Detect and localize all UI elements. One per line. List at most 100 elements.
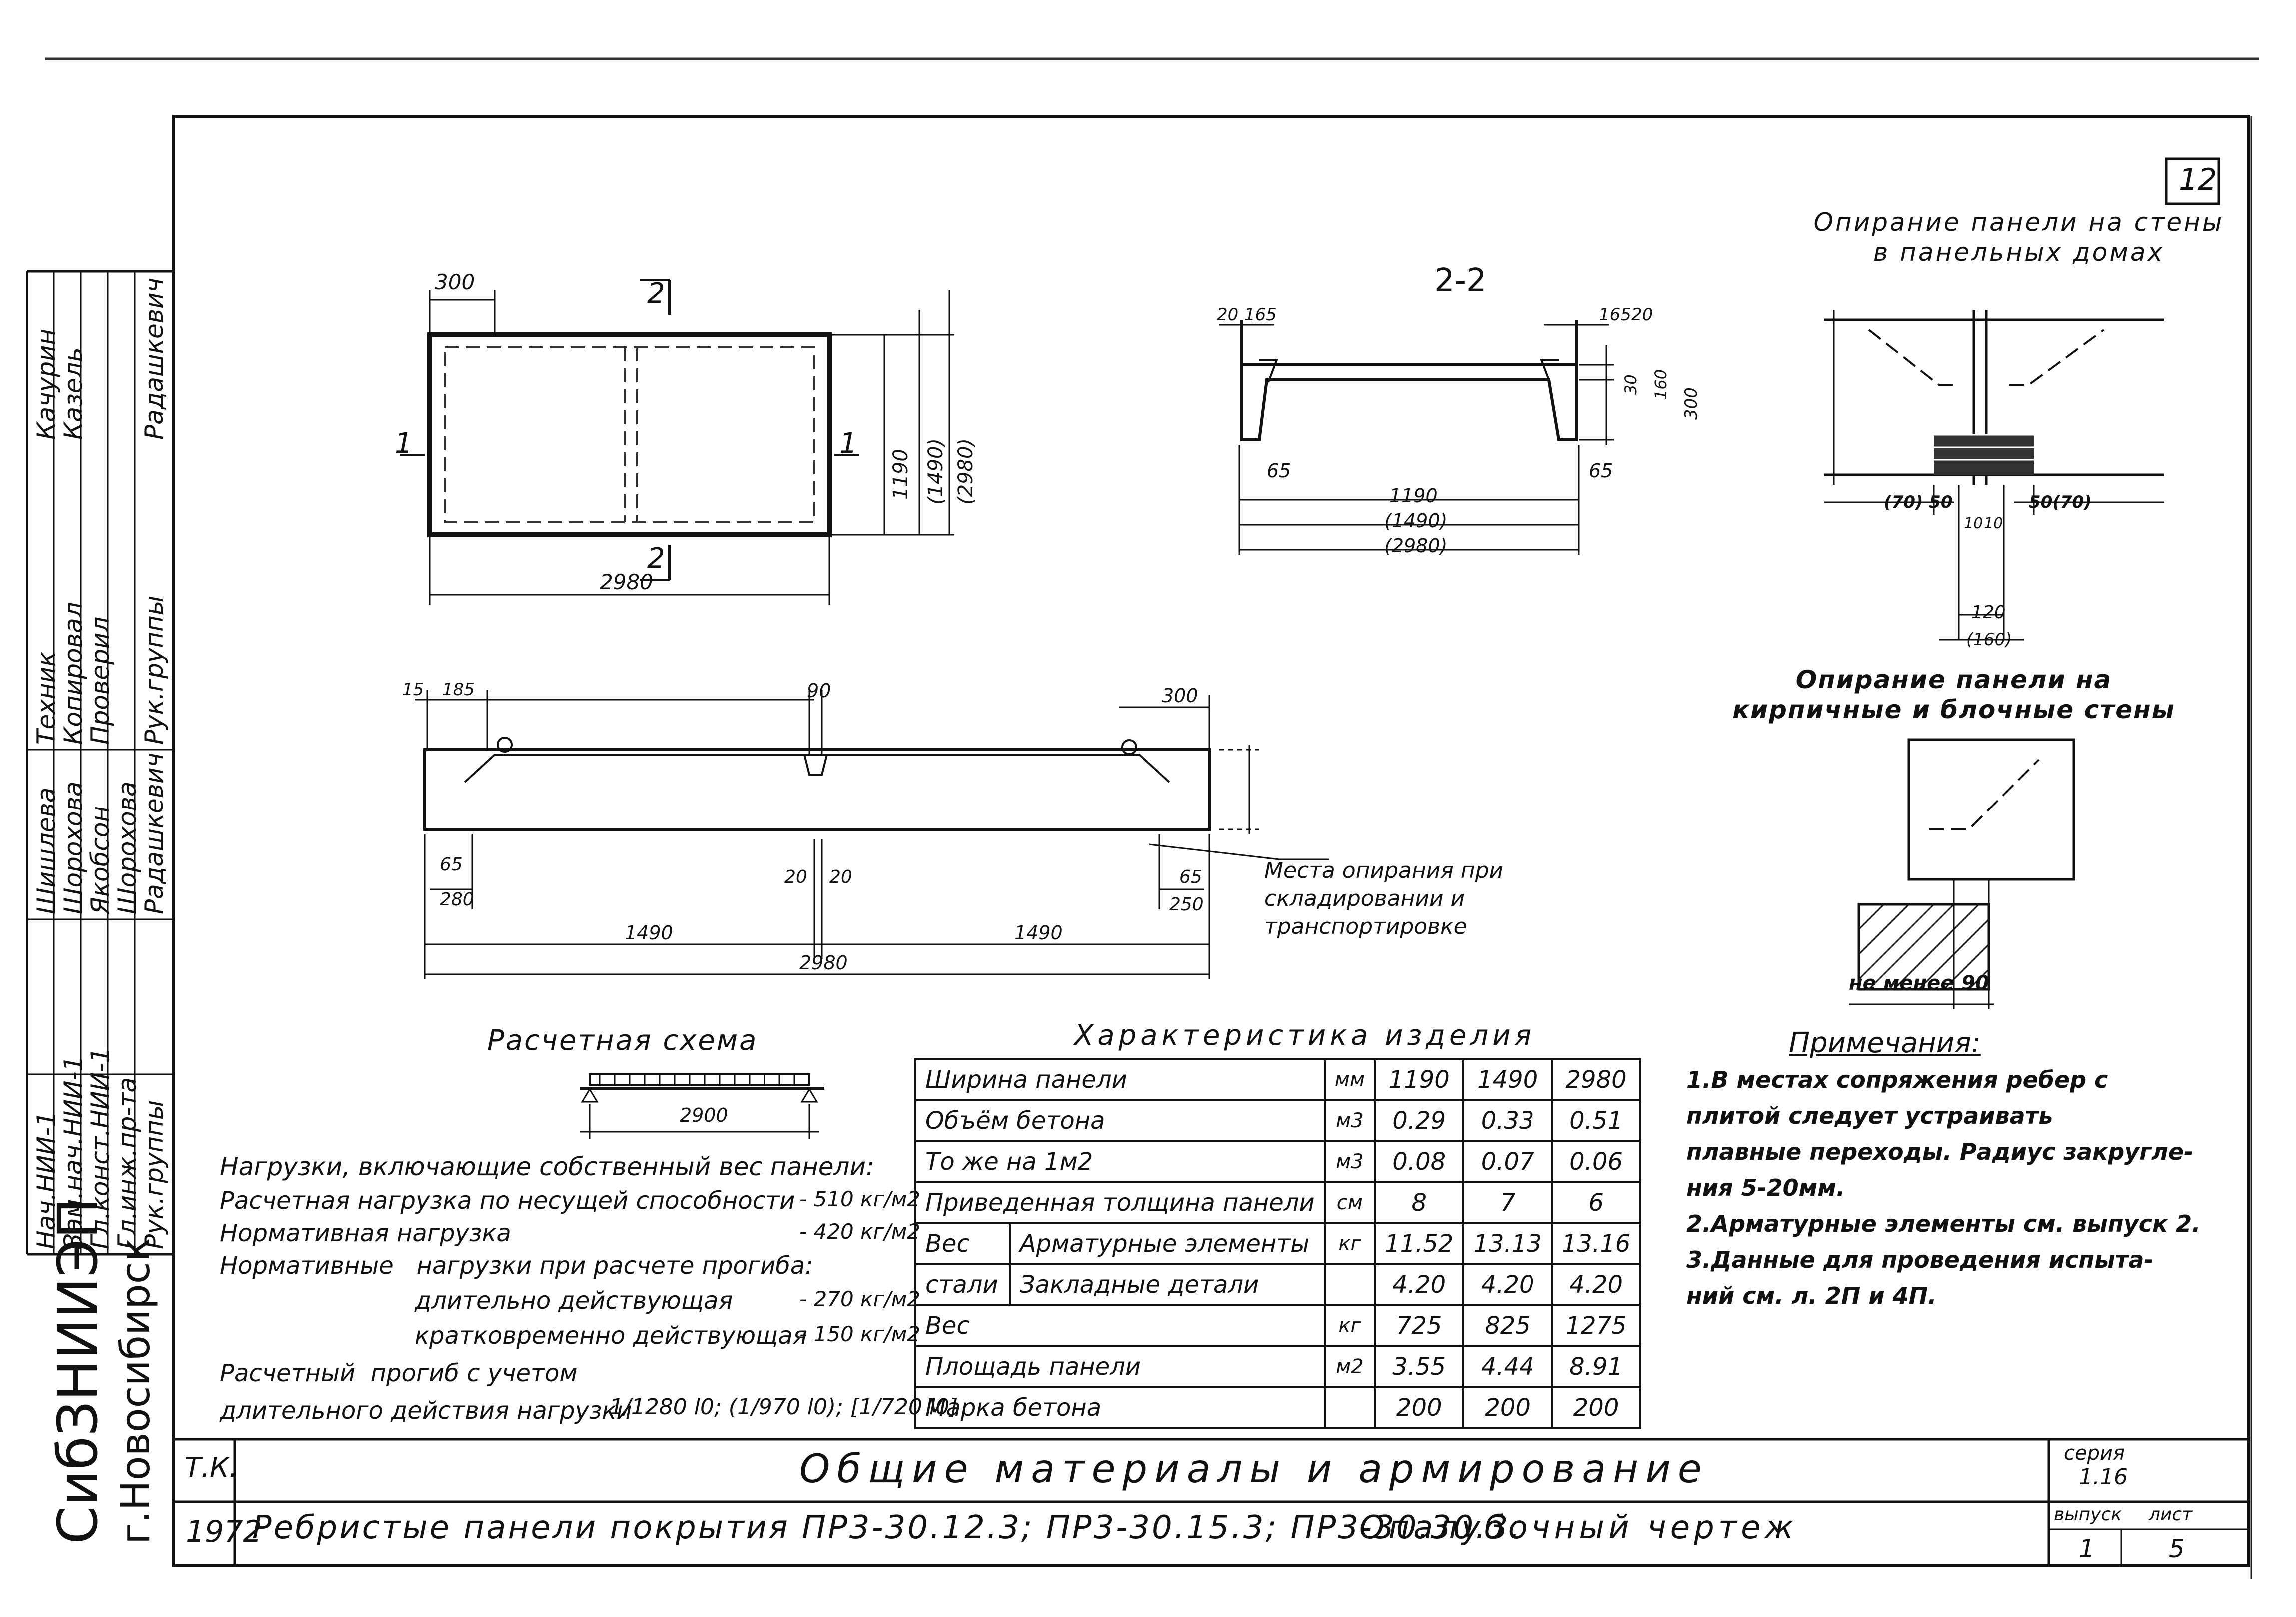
stamp-name-7: Казель bbox=[59, 347, 88, 440]
elevation-dim-15: 15 bbox=[402, 680, 424, 700]
stamp-name-4: Шорохова bbox=[113, 781, 142, 914]
section-22-dim-165-left: 165 bbox=[1244, 305, 1277, 325]
stamp-name-8: Радашкевич bbox=[140, 277, 169, 440]
support-panel-dim-right: 50(70) bbox=[2029, 492, 2092, 512]
table-cell-v2: 0.33 bbox=[1462, 1099, 1553, 1142]
table-cell-name: Приведенная толщина панели bbox=[914, 1181, 1326, 1224]
support-brick-title: Опирание панели на кирпичные и блочные с… bbox=[1732, 665, 2175, 724]
load-5-value: - 150 кг/м2 bbox=[799, 1322, 921, 1346]
section-22-dim-165-right: 165 bbox=[1599, 305, 1631, 325]
table-cell-v2: 4.20 bbox=[1462, 1263, 1553, 1306]
organization-city: г.Новосибирск bbox=[112, 1237, 159, 1544]
main-title: Общие материалы и армирование bbox=[799, 1447, 1709, 1492]
table-cell-v2: 200 bbox=[1462, 1386, 1553, 1429]
table-cell-unit bbox=[1323, 1263, 1376, 1306]
table-cell-sub: Закладные детали bbox=[1008, 1263, 1326, 1306]
plan-section-2-bottom: 2 bbox=[647, 542, 665, 575]
stamp-role-4: Гл.инж.пр-та bbox=[113, 1077, 142, 1249]
support-panel-title: Опирание панели на стены в панельных дом… bbox=[1813, 208, 2224, 267]
section-22-dim-65-left: 65 bbox=[1267, 460, 1291, 482]
calc-scheme-diagram bbox=[580, 1073, 824, 1139]
year: 1972 bbox=[186, 1514, 262, 1549]
elevation-dim-90: 90 bbox=[807, 680, 831, 702]
table-cell-v1: 11.52 bbox=[1374, 1222, 1465, 1265]
load-2-value: - 420 кг/м2 bbox=[799, 1219, 921, 1244]
elevation-dim-185: 185 bbox=[442, 680, 475, 700]
table-cell-v1: 0.08 bbox=[1374, 1140, 1465, 1183]
table-cell-sub: Арматурные элементы bbox=[1008, 1222, 1326, 1265]
calc-scheme-title: Расчетная схема bbox=[487, 1024, 758, 1057]
load-1-value: - 510 кг/м2 bbox=[799, 1187, 921, 1211]
table-cell-name: Ширина панели bbox=[914, 1058, 1326, 1101]
support-panel-detail bbox=[1824, 310, 2164, 641]
elevation-view bbox=[415, 690, 1329, 979]
elevation-dim-300: 300 bbox=[1162, 685, 1198, 707]
plan-section-2-top: 2 bbox=[647, 277, 665, 310]
note-line-5: 2.Арматурные элементы см. выпуск 2. bbox=[1686, 1210, 2201, 1237]
table-cell-v2: 13.13 bbox=[1462, 1222, 1553, 1265]
table-cell-v1: 3.55 bbox=[1374, 1345, 1465, 1388]
deflection-formula: 1/1280 l0; (1/970 l0); [1/720 l0] bbox=[610, 1394, 958, 1420]
table-cell-v3: 200 bbox=[1550, 1386, 1642, 1429]
elevation-dim-250: 250 bbox=[1169, 894, 1204, 915]
table-cell-v1: 1190 bbox=[1374, 1058, 1465, 1101]
plan-view bbox=[400, 279, 954, 605]
section-22-title: 2-2 bbox=[1434, 262, 1487, 299]
table-cell-unit: м3 bbox=[1323, 1099, 1376, 1142]
section-22-dim-30: 30 bbox=[1621, 374, 1640, 395]
notes-list: 1.В местах сопряжения ребер с плитой сле… bbox=[1686, 1062, 2201, 1314]
table-cell-name: стали bbox=[914, 1263, 1011, 1306]
load-2-label: Нормативная нагрузка bbox=[220, 1219, 511, 1247]
elevation-dim-65-left: 65 bbox=[440, 854, 463, 875]
section-22-dim-300: 300 bbox=[1681, 387, 1701, 420]
plan-dim-width: 2980 bbox=[600, 570, 653, 594]
deflection-line-1: Расчетный прогиб с учетом bbox=[220, 1359, 578, 1387]
load-1-label: Расчетная нагрузка по несущей способност… bbox=[220, 1187, 795, 1215]
note-line-3: плавные переходы. Радиус закругле- bbox=[1686, 1138, 2194, 1165]
stamp-name-2: Шорохова bbox=[59, 781, 88, 914]
elevation-dim-20b: 20 bbox=[829, 867, 852, 887]
table-cell-unit bbox=[1323, 1386, 1376, 1429]
series-value: 1.16 bbox=[2079, 1464, 2128, 1490]
calc-scheme-span: 2900 bbox=[680, 1104, 728, 1126]
table-cell-v2: 4.44 bbox=[1462, 1345, 1553, 1388]
section-22-dim-160: 160 bbox=[1651, 369, 1670, 400]
stamp-name-6: Качурин bbox=[32, 328, 61, 440]
table-cell-v3: 0.51 bbox=[1550, 1099, 1642, 1142]
table-cell-unit: м2 bbox=[1323, 1345, 1376, 1388]
table-cell-unit: см bbox=[1323, 1181, 1376, 1224]
table-cell-v3: 6 bbox=[1550, 1181, 1642, 1224]
elevation-dim-280: 280 bbox=[440, 889, 474, 910]
table-cell-v2: 1490 bbox=[1462, 1058, 1553, 1101]
note-line-6: 3.Данные для проведения испыта- bbox=[1686, 1246, 2154, 1273]
table-cell-v3: 2980 bbox=[1550, 1058, 1642, 1101]
table-cell-v2: 7 bbox=[1462, 1181, 1553, 1224]
table-cell-name: Площадь панели bbox=[914, 1345, 1326, 1388]
series-label: серия bbox=[2064, 1442, 2125, 1465]
plan-dim-top: 300 bbox=[435, 270, 475, 294]
elevation-dim-65-right: 65 bbox=[1179, 867, 1202, 887]
table-cell-name: Вес bbox=[914, 1222, 1011, 1265]
table-cell-unit: м3 bbox=[1323, 1140, 1376, 1183]
sheet-value: 5 bbox=[2169, 1534, 2185, 1563]
section-22-dim-1490: (1490) bbox=[1384, 510, 1448, 532]
support-panel-dim-10a: 10 bbox=[1964, 515, 1983, 532]
section-22-dim-20-right: 20 bbox=[1631, 305, 1653, 325]
notes-title: Примечания: bbox=[1789, 1027, 1981, 1059]
table-cell-unit: мм bbox=[1323, 1058, 1376, 1101]
support-brick-detail bbox=[1849, 738, 2075, 1009]
section-22-dim-2980: (2980) bbox=[1384, 535, 1448, 557]
table-cell-v3: 8.91 bbox=[1550, 1345, 1642, 1388]
stamp-role-8: Проверил bbox=[86, 616, 115, 745]
support-panel-dim-160: (160) bbox=[1966, 630, 2012, 650]
loads-block: Нагрузки, включающие собственный вес пан… bbox=[220, 1149, 874, 1184]
stamp-name-5: Радашкевич bbox=[140, 752, 169, 914]
table-cell-v1: 200 bbox=[1374, 1386, 1465, 1429]
note-line-4: ния 5-20мм. bbox=[1686, 1174, 1845, 1201]
elevation-note: Места опирания при складировании и транс… bbox=[1264, 858, 1504, 939]
support-panel-dim-120: 120 bbox=[1971, 602, 2006, 623]
